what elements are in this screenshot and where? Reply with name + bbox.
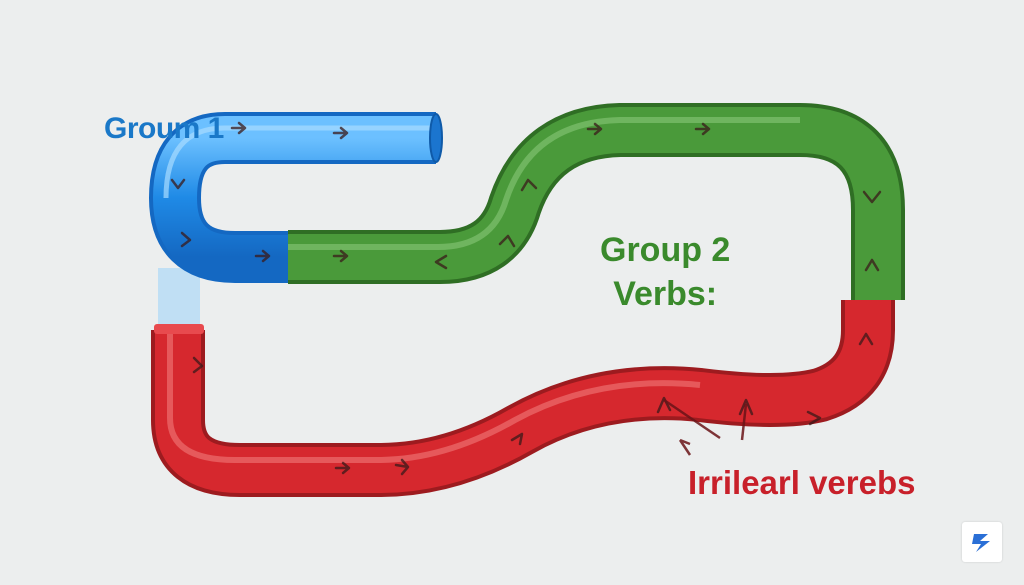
flow-arrow-icon	[520, 178, 538, 192]
callout-arrow-icon	[678, 438, 692, 456]
flow-arrow-icon	[498, 234, 516, 248]
flow-arrow-icon	[192, 356, 204, 374]
flow-arrow-icon	[180, 231, 192, 248]
lightning-logo-icon	[972, 534, 990, 552]
flow-arrow-icon	[510, 432, 524, 446]
flow-arrow-icon	[738, 398, 754, 416]
pipe-blue	[149, 112, 443, 283]
flow-arrow-icon	[858, 332, 874, 346]
flow-arrow-icon	[864, 258, 880, 272]
pipe-red-top-cap	[154, 324, 204, 334]
flow-arrow-icon	[862, 190, 882, 204]
callout-line	[740, 403, 748, 441]
flow-arrow-icon	[656, 396, 672, 414]
flow-arrow-icon	[394, 458, 410, 476]
pipe-red	[151, 300, 895, 497]
group-1-label: Groum 1	[104, 112, 224, 145]
flow-arrow-icon	[334, 461, 351, 475]
pipe-green	[288, 103, 905, 300]
flow-arrow-icon	[434, 254, 448, 270]
group-2-label: Group 2 Verbs:	[600, 228, 730, 316]
irregular-verbs-label: Irrilearl verebs	[688, 464, 916, 501]
flow-arrow-icon	[806, 410, 822, 426]
callout-line	[663, 398, 721, 440]
flow-arrow-icon	[332, 249, 349, 263]
flow-arrow-icon	[230, 121, 247, 135]
flow-arrow-icon	[586, 122, 603, 136]
flow-arrow-icon	[170, 178, 186, 190]
flow-arrow-icon	[332, 126, 349, 140]
flow-arrow-icon	[694, 122, 711, 136]
pipe-blue-opening	[429, 113, 443, 163]
badge-logo	[962, 522, 1002, 562]
group-2-label-line2: Verbs:	[613, 275, 718, 313]
group-2-label-line1: Group 2	[600, 231, 731, 269]
flow-arrow-icon	[254, 249, 271, 263]
connector-pale-blue	[158, 268, 200, 330]
